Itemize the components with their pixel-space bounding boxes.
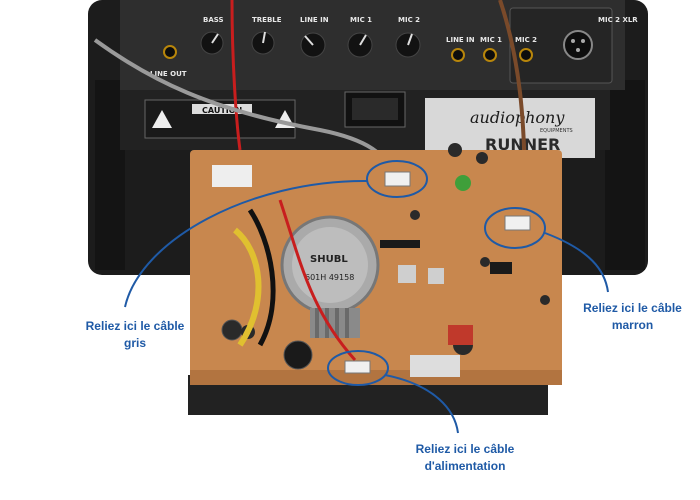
connector-grey xyxy=(384,171,411,187)
red-wire-pcb xyxy=(278,199,357,362)
caution-title: CAUTION xyxy=(202,106,242,115)
annotation-power-line1: Reliez ici le câble xyxy=(415,442,515,456)
highlight-circle-grey xyxy=(366,160,428,198)
annotation-grey-cable: Reliez ici le câble gris xyxy=(60,318,210,352)
connector-power xyxy=(344,360,371,374)
warning-triangle-icon xyxy=(152,110,172,128)
capacitor xyxy=(480,257,490,267)
heatsink-fin xyxy=(345,308,349,338)
red-cable xyxy=(230,0,242,151)
mic1-jack-label: MIC 1 xyxy=(480,36,502,44)
bass-label: BASS xyxy=(203,16,224,24)
brand-name: audiophony xyxy=(470,108,565,127)
annotation-grey-line2: gris xyxy=(123,336,146,350)
capacitor xyxy=(221,319,243,341)
ic-chip xyxy=(490,262,512,274)
xlr-label: MIC 2 XLR xyxy=(598,16,638,24)
highlight-circle-brown xyxy=(484,207,546,249)
caution-title-bg xyxy=(192,104,252,114)
wire-bundle xyxy=(233,227,262,347)
highlight-circle-power xyxy=(327,350,389,386)
pcb-shadow xyxy=(190,370,562,385)
mic1-label: MIC 1 xyxy=(350,16,372,24)
resistor-block xyxy=(212,165,252,187)
leader-line-grey xyxy=(124,179,368,308)
line-in-jack-label: LINE IN xyxy=(446,36,475,44)
transformer-label-2: 601H 49158 xyxy=(305,273,354,282)
mic2-knob: MIC 2 xyxy=(395,16,421,58)
line-in-jack: LINE IN xyxy=(446,36,475,62)
treble-knob: TREBLE xyxy=(251,16,282,55)
mic1-knob: MIC 1 xyxy=(347,16,373,58)
capacitor xyxy=(476,152,488,164)
annotation-power-line2: d'alimentation xyxy=(424,459,506,473)
transformer-label-1: SHUBL xyxy=(310,254,348,265)
mic2-jack-label: MIC 2 xyxy=(515,36,537,44)
power-switch-rocker xyxy=(352,98,398,120)
ic-chip xyxy=(380,240,420,248)
line-in-label: LINE IN xyxy=(300,16,329,24)
wire-bundle-black xyxy=(247,208,276,347)
capacitor xyxy=(410,210,420,220)
leader-line-brown xyxy=(544,232,609,293)
red-capacitor xyxy=(448,325,473,345)
capacitor xyxy=(283,340,313,370)
mic2-label: MIC 2 xyxy=(398,16,420,24)
power-transistor xyxy=(428,268,444,284)
capacitor xyxy=(540,295,550,305)
treble-label: TREBLE xyxy=(252,16,282,24)
heatsink-fin xyxy=(335,308,339,338)
capacitor xyxy=(448,143,462,157)
mic2-xlr-box xyxy=(509,7,613,84)
bass-knob: BASS xyxy=(200,16,224,55)
line-out-label: LINE OUT xyxy=(150,70,187,78)
green-capacitor xyxy=(455,175,471,191)
chassis-right-edge xyxy=(605,80,645,270)
heatsink-fin xyxy=(315,308,319,338)
brand-subtitle: EQUIPMENTS xyxy=(540,128,573,134)
connector-brown xyxy=(504,215,531,231)
mic2-jack: MIC 2 xyxy=(515,36,537,62)
power-transistor xyxy=(398,265,416,283)
annotation-brown-line1: Reliez ici le câble xyxy=(583,301,682,315)
annotation-brown-line2: marron xyxy=(611,318,654,332)
transformer-inner xyxy=(292,227,368,303)
mic1-jack: MIC 1 xyxy=(480,36,502,62)
line-out-jack: LINE OUT xyxy=(150,45,187,78)
annotation-brown-cable: Reliez ici le câble marron xyxy=(565,300,700,334)
xlr-connector: MIC 2 XLR xyxy=(563,16,638,60)
heat-plate xyxy=(410,355,460,377)
annotation-power-cable: Reliez ici le câble d'alimentation xyxy=(385,441,545,475)
line-in-knob: LINE IN xyxy=(300,16,329,58)
annotation-grey-line1: Reliez ici le câble xyxy=(85,319,185,333)
leader-line-power xyxy=(384,374,459,434)
